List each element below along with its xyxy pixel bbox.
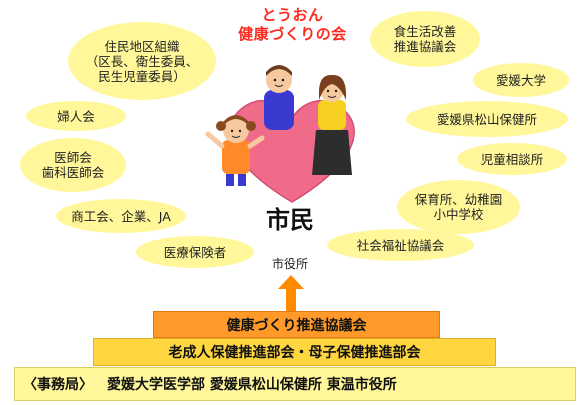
- mother-figure: [312, 74, 352, 175]
- secretariat-members: 愛媛大学医学部 愛媛県松山保健所 東温市役所: [107, 377, 397, 393]
- father-figure: [264, 65, 294, 130]
- page-title: とうおん 健康づくりの会: [238, 6, 347, 43]
- bubble-ehime-university: 愛媛大学: [473, 63, 569, 97]
- bubble-residents: 住民地区組織 （区長、衛生委員、 民生児童委員）: [68, 22, 216, 100]
- health-subcommittees: 老成人保健推進部会・母子保健推進部会: [93, 338, 496, 366]
- bubble-womens-association: 婦人会: [26, 101, 126, 131]
- bubble-child-consultation: 児童相談所: [457, 143, 567, 175]
- bubble-diet-council: 食生活改善 推進協議会: [370, 11, 480, 67]
- child-figure: [205, 115, 265, 186]
- health-promotion-council: 健康づくり推進協議会: [153, 311, 440, 338]
- secretariat-bar: 〈事務局〉 愛媛大学医学部 愛媛県松山保健所 東温市役所: [14, 367, 576, 401]
- bubble-health-center: 愛媛県松山保健所: [406, 101, 568, 137]
- up-arrow-icon: [278, 275, 304, 311]
- bubble-schools: 保育所、幼稚園 小中学校: [397, 180, 520, 234]
- bubble-commerce: 商工会、企業、JA: [56, 199, 186, 233]
- city-hall-label: 市役所: [271, 257, 308, 271]
- bubble-social-welfare: 社会福祉協議会: [327, 229, 474, 261]
- bubble-insurer: 医療保険者: [136, 236, 254, 268]
- secretariat-label: 〈事務局〉: [23, 377, 93, 393]
- citizens-label: 市民: [266, 206, 314, 234]
- bubble-medical-association: 医師会 歯科医師会: [20, 138, 126, 192]
- family-heart-illustration: [205, 65, 355, 203]
